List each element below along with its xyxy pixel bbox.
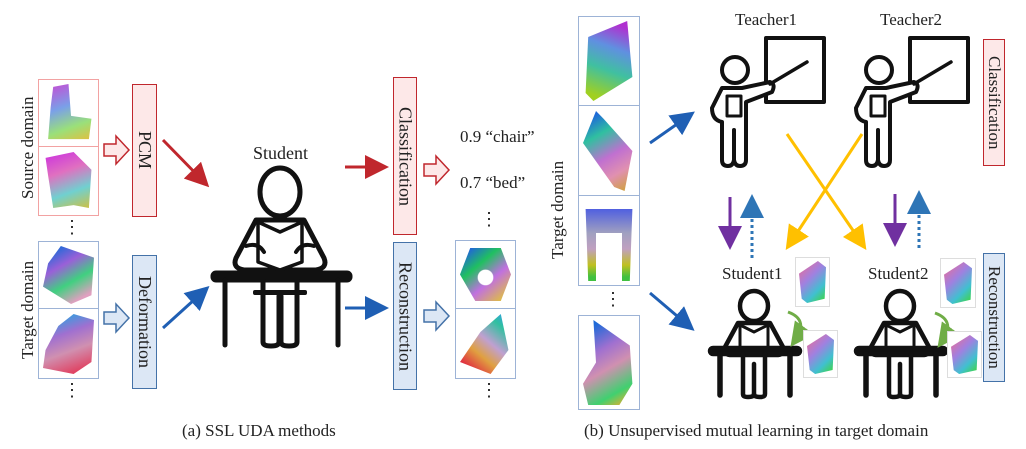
- student2-icon: [853, 288, 949, 400]
- classification-box: Classification: [393, 77, 417, 235]
- point-cloud-recon-1: [456, 241, 515, 309]
- point-cloud-chair-2: [39, 148, 98, 215]
- arrow-target-to-student1: [649, 291, 695, 331]
- student1-icon: [707, 288, 803, 400]
- caption-panel-b: (b) Unsupervised mutual learning in targ…: [584, 421, 929, 440]
- point-cloud-lamp: [39, 310, 98, 378]
- target-domain-sample-lamp-b: [578, 315, 640, 410]
- student2-output-thumbnail: [947, 331, 982, 378]
- point-cloud-lamp-b: [579, 316, 639, 409]
- target-domain-samples: [38, 241, 99, 379]
- prediction-ellipsis: ⋮: [480, 209, 498, 229]
- prediction-bed: 0.7 “bed”: [460, 173, 526, 192]
- reconstruction-box: Reconstruction: [393, 242, 417, 390]
- point-cloud-table: [579, 197, 639, 285]
- recon-ellipsis: ⋮: [480, 380, 498, 400]
- reconstruction-box-b: Reconstruction: [983, 253, 1005, 382]
- target-domain-label-b: Target domain: [548, 160, 567, 260]
- deformation-box: Deformation: [132, 255, 157, 389]
- arrow-target-to-teacher1: [649, 111, 695, 145]
- student2-input-thumbnail: [940, 258, 976, 308]
- point-cloud-recon-2: [456, 310, 515, 378]
- arrow-teacher2-to-student1: [785, 133, 864, 251]
- curved-arrow-student1-reconstruct: [787, 310, 815, 347]
- target-domain-samples-b: [578, 16, 640, 286]
- classification-box-b: Classification: [983, 39, 1005, 166]
- student1-label: Student1: [722, 264, 783, 283]
- teacher1-icon: [710, 36, 826, 168]
- source-domain-label: Source domain: [18, 96, 37, 200]
- student-label: Student: [253, 143, 309, 163]
- target-ellipsis-b: ⋮: [604, 289, 622, 309]
- teacher2-icon: [854, 36, 970, 168]
- hollow-arrow-source-to-pcm: [103, 134, 131, 166]
- point-cloud-cabinet: [579, 17, 639, 106]
- source-domain-samples: [38, 79, 99, 216]
- student1-input-thumbnail: [795, 257, 830, 307]
- prediction-chair: 0.9 “chair”: [460, 127, 535, 146]
- point-cloud-chair-1: [39, 80, 98, 147]
- arrow-pcm-to-student: [161, 138, 210, 188]
- arrow-deformation-to-student: [161, 285, 210, 330]
- teacher1-label: Teacher1: [735, 10, 798, 29]
- source-ellipsis: ⋮: [63, 217, 81, 237]
- reconstructed-samples: [455, 240, 516, 379]
- hollow-arrow-target-to-deformation: [103, 302, 131, 334]
- point-cloud-sofa: [579, 107, 639, 196]
- target-ellipsis: ⋮: [63, 380, 81, 400]
- hollow-arrow-classification-to-prediction: [423, 154, 451, 186]
- student1-output-thumbnail: [803, 330, 838, 378]
- teacher2-label: Teacher2: [880, 10, 943, 29]
- hollow-arrow-reconstruction-to-output: [423, 300, 451, 332]
- student2-label: Student2: [868, 264, 929, 283]
- pcm-box: PCM: [132, 84, 157, 217]
- caption-panel-a: (a) SSL UDA methods: [182, 421, 336, 440]
- point-cloud-bed: [39, 242, 98, 309]
- student-icon: [210, 165, 353, 349]
- target-domain-label: Target domain: [18, 260, 37, 360]
- curved-arrow-student2-reconstruct: [934, 311, 962, 348]
